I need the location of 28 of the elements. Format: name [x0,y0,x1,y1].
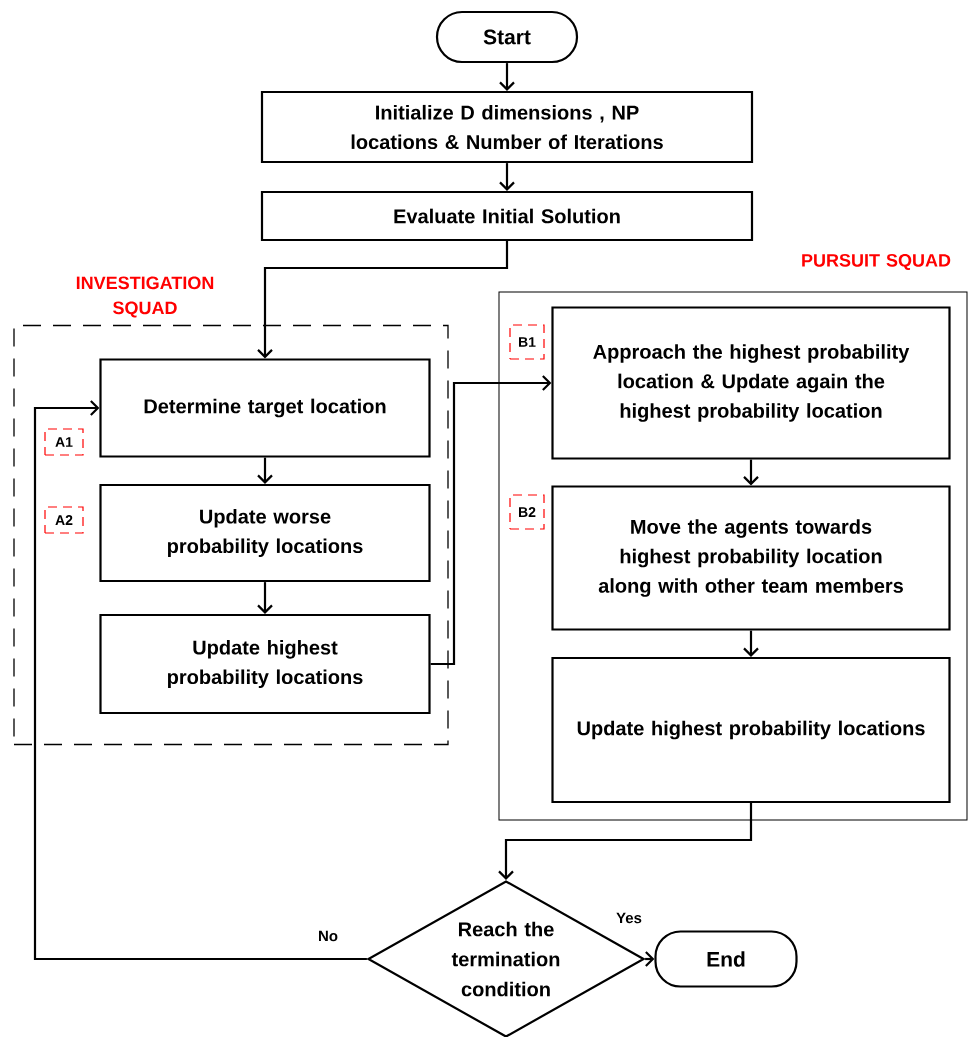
process-box: Move the agents towards highest probability location along with other team members [551,485,951,631]
group-heading: PURSUIT SQUAD [802,253,951,271]
arrow [743,459,759,486]
arrow [257,582,273,614]
edge-label: No [317,929,339,943]
step-tag: B1 [509,324,545,360]
group-heading: INVESTIGATION SQUAD [76,276,214,318]
step-tag: A2 [44,506,84,534]
group-frame [498,253,968,821]
process-box: Update highest probability locations [551,656,951,804]
process-box: Update highest probability locations [99,613,431,715]
step-tag: B2 [509,494,545,530]
process-box: Initialize D dimensions , NP locations & Number of Iterations [260,90,754,164]
process-box: Approach the highest probability location & Update again the highest probability location [551,306,951,460]
arrow [33,400,367,961]
arrow [743,630,759,657]
edge-label: Yes [615,911,643,925]
arrow [499,63,515,91]
step-tag: A1 [44,428,84,456]
arrow [257,241,509,359]
arrow [498,803,753,880]
arrow [257,457,273,484]
arrow [430,375,552,666]
group-frame [13,276,449,746]
process-box: Evaluate Initial Solution [260,190,754,242]
process-box: Determine target location [99,358,431,458]
process-box: Update worse probability locations [99,483,431,583]
arrow [499,163,515,191]
